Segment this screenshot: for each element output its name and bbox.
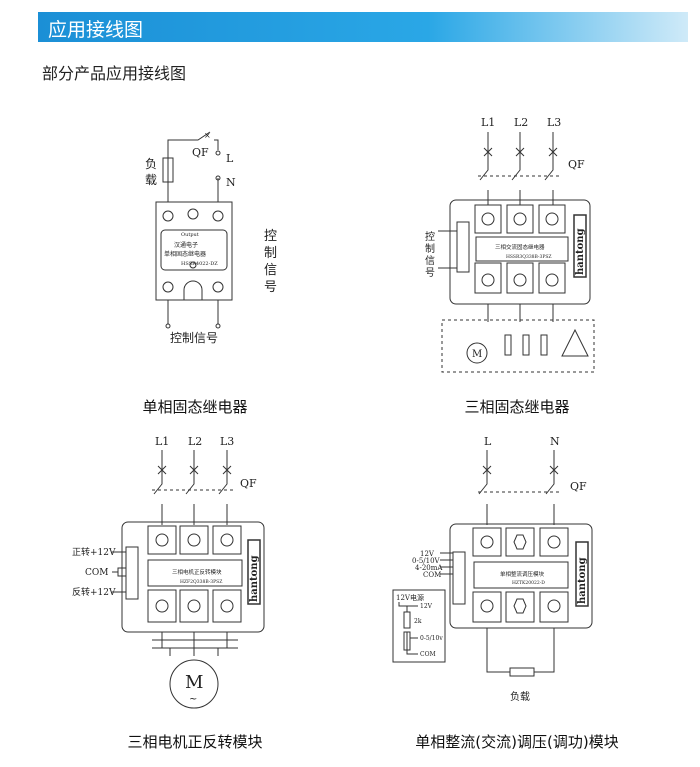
single-phase-regulator-diagram: L N QF 单相整流调压模块 HZTK20022-D hantong 12V … bbox=[392, 435, 593, 703]
load-label: 负 bbox=[145, 157, 157, 171]
motor-label: M bbox=[472, 349, 482, 360]
qf-label: QF bbox=[570, 480, 587, 493]
product-label: 三相电机正反转模块 bbox=[172, 568, 222, 576]
product-label: 单相固态继电器 bbox=[164, 250, 206, 258]
ctrl-4: 号 bbox=[425, 267, 435, 279]
ctrl-side-4: 号 bbox=[264, 280, 277, 295]
module-body bbox=[449, 199, 591, 305]
output-label: Output bbox=[181, 232, 199, 238]
ctrl-1: 控 bbox=[425, 230, 435, 243]
signal-label: 0-5/10v bbox=[420, 635, 443, 642]
psu-12v-label: 12V bbox=[420, 603, 433, 610]
load-label: 负载 bbox=[510, 690, 530, 703]
l2-label: L2 bbox=[188, 435, 202, 448]
qf-label: QF bbox=[568, 158, 585, 171]
qf-label: QF bbox=[240, 477, 257, 490]
subtitle: 部分产品应用接线图 bbox=[42, 64, 187, 83]
ctrl-side-3: 信 bbox=[264, 263, 277, 278]
input-0-10v: 0-5/10V bbox=[412, 557, 441, 565]
model-label: HZTK20022-D bbox=[512, 580, 545, 586]
caption-motor-reversing-module: 三相电机正反转模块 bbox=[127, 733, 263, 751]
single-phase-ssr-diagram: × QF L N 负 载 Output 汉通电子 单相固态继电器 HSSR402… bbox=[145, 131, 277, 345]
input-com: COM bbox=[423, 571, 441, 579]
ctrl-side-1: 控 bbox=[264, 229, 277, 244]
ctrl-3: 信 bbox=[425, 255, 435, 267]
com-label: COM bbox=[85, 568, 108, 578]
l-label: L bbox=[484, 435, 492, 448]
control-signal-label: 控制信号 bbox=[170, 331, 218, 345]
section-title: 应用接线图 bbox=[48, 19, 144, 41]
svg-text:×: × bbox=[204, 131, 211, 140]
caption-single-phase-ssr: 单相固态继电器 bbox=[142, 398, 248, 416]
model-label: HSSR3Q338B-3PSZ bbox=[506, 254, 552, 260]
forward-label: 正转+12V bbox=[72, 546, 116, 558]
l-label: L bbox=[226, 152, 234, 165]
module-body bbox=[121, 521, 265, 633]
ctrl-side-2: 制 bbox=[264, 246, 277, 261]
product-label: 三相交流固态继电器 bbox=[495, 243, 545, 251]
input-12v: 12V bbox=[420, 550, 435, 558]
l2-label: L2 bbox=[514, 116, 528, 129]
resistor-label: 2k bbox=[414, 618, 422, 625]
brand-label: hantong bbox=[249, 555, 260, 602]
load-label-2: 载 bbox=[145, 173, 157, 187]
maker-label: 汉通电子 bbox=[174, 241, 198, 249]
com-inset-label: COM bbox=[420, 651, 436, 658]
motor-reversing-module-diagram: L1 L2 L3 QF 三相电机正反转模块 HZF2Q338B-3PSZ han… bbox=[72, 435, 265, 709]
model-label: HSSR4022-DZ bbox=[181, 261, 218, 267]
l1-label: L1 bbox=[155, 435, 169, 448]
caption-regulator-module: 单相整流(交流)调压(调功)模块 bbox=[415, 733, 619, 751]
psu-label: 12V电源 bbox=[396, 593, 424, 602]
caption-three-phase-ssr: 三相固态继电器 bbox=[464, 398, 570, 416]
potentiometer-inset bbox=[392, 589, 446, 663]
input-4-20ma: 4-20mA bbox=[415, 564, 443, 572]
brand-label: hantong bbox=[575, 228, 586, 275]
l3-label: L3 bbox=[220, 435, 234, 448]
model-label: HZF2Q338B-3PSZ bbox=[180, 579, 222, 585]
qf-label: QF bbox=[192, 146, 209, 159]
n-label: N bbox=[226, 176, 236, 189]
n-label: N bbox=[550, 435, 560, 448]
motor-label: M bbox=[185, 672, 203, 693]
three-phase-ssr-diagram: L1 L2 L3 QF 三相交流固态继电器 HSSR3Q338B-3PSZ ha… bbox=[425, 116, 595, 373]
l1-label: L1 bbox=[481, 116, 495, 129]
module-body bbox=[449, 523, 593, 629]
product-label: 单相整流调压模块 bbox=[500, 570, 545, 578]
reverse-label: 反转+12V bbox=[72, 586, 116, 598]
ac-symbol: ~ bbox=[189, 694, 197, 705]
section-header: 应用接线图 bbox=[38, 12, 688, 42]
ssr-body bbox=[155, 201, 233, 301]
l3-label: L3 bbox=[547, 116, 561, 129]
ctrl-2: 制 bbox=[425, 242, 435, 255]
brand-label: hantong bbox=[577, 557, 588, 604]
